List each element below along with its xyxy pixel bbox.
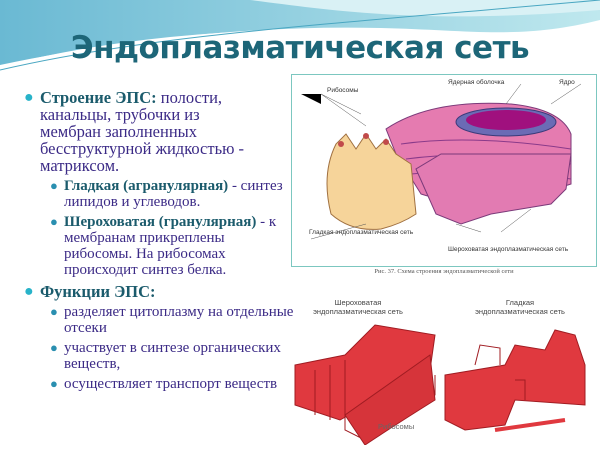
label-smooth-er: Гладкая эндоплазматическая сеть: [309, 229, 414, 236]
text: осуществляет транспорт веществ: [64, 376, 278, 392]
text: участвует в синтезе органических веществ…: [64, 340, 281, 372]
er-3d-illustration: [294, 324, 586, 445]
structure-heading: Строение ЭПС:: [40, 88, 157, 107]
smooth-heading: Гладкая (агранулярная): [64, 178, 229, 194]
sub-bullet-smooth: ● Гладкая (агранулярная) - синтез липидов…: [22, 178, 294, 210]
content-text: ● Строение ЭПС: полости, канальцы, трубо…: [22, 89, 294, 392]
bullet-icon: ●: [50, 178, 58, 193]
text: канальцы, трубочки из: [40, 105, 200, 124]
functions-heading: Функции ЭПС:: [40, 282, 156, 301]
bullet-icon: ●: [50, 376, 58, 391]
page-title: Эндоплазматическая сеть: [70, 30, 530, 66]
text: - к мембранам прикреплены рибосомы. На р…: [64, 214, 277, 278]
bullet-icon: ●: [24, 89, 34, 106]
bullet-icon: ●: [50, 214, 58, 229]
bullet-icon: ●: [50, 340, 58, 355]
rough-heading: Шероховатая (гранулярная): [64, 214, 257, 230]
function-item: ● участвует в синтезе органических вещест…: [22, 340, 294, 372]
header-wave-decoration: [0, 0, 600, 71]
text: бесструктурной жидкостью -: [40, 139, 245, 158]
smooth-er-title: Гладкая эндоплазматическая сеть: [475, 298, 565, 316]
function-item: ● осуществляет транспорт веществ: [22, 376, 294, 392]
text: разделяет цитоплазму на отдельные отсеки: [64, 304, 294, 336]
text: матриксом.: [40, 156, 120, 175]
label-nuclear-envelope: Ядерная оболочка: [448, 79, 505, 86]
bullet-structure: ● Строение ЭПС: полости, канальцы, трубо…: [22, 89, 294, 174]
function-item: ● разделяет цитоплазму на отдельные отсек…: [22, 304, 294, 336]
er-diagram-illustration: [301, 83, 582, 240]
label-ribosomes: Рибосомы: [327, 87, 359, 94]
sub-bullet-rough: ● Шероховатая (гранулярная) - к мембранам…: [22, 214, 294, 278]
er-diagram-figure: [291, 74, 597, 267]
text: мембран заполненных: [40, 122, 197, 141]
label-rough-er: Шероховатая эндоплазматическая сеть: [448, 246, 569, 253]
label-nucleus: Ядро: [559, 79, 575, 86]
bullet-functions: ● Функции ЭПС:: [22, 283, 294, 300]
bullet-icon: ●: [24, 283, 34, 300]
rough-er-title: Шероховатая эндоплазматическая сеть: [313, 298, 403, 316]
text: - синтез липидов и углеводов.: [64, 178, 283, 210]
label-ribosomes-2: Рибосомы: [378, 422, 415, 431]
figure-caption: Рис. 37. Схема строения эндоплазматическ…: [374, 268, 514, 275]
text: полости,: [160, 88, 223, 107]
bullet-icon: ●: [50, 304, 58, 319]
